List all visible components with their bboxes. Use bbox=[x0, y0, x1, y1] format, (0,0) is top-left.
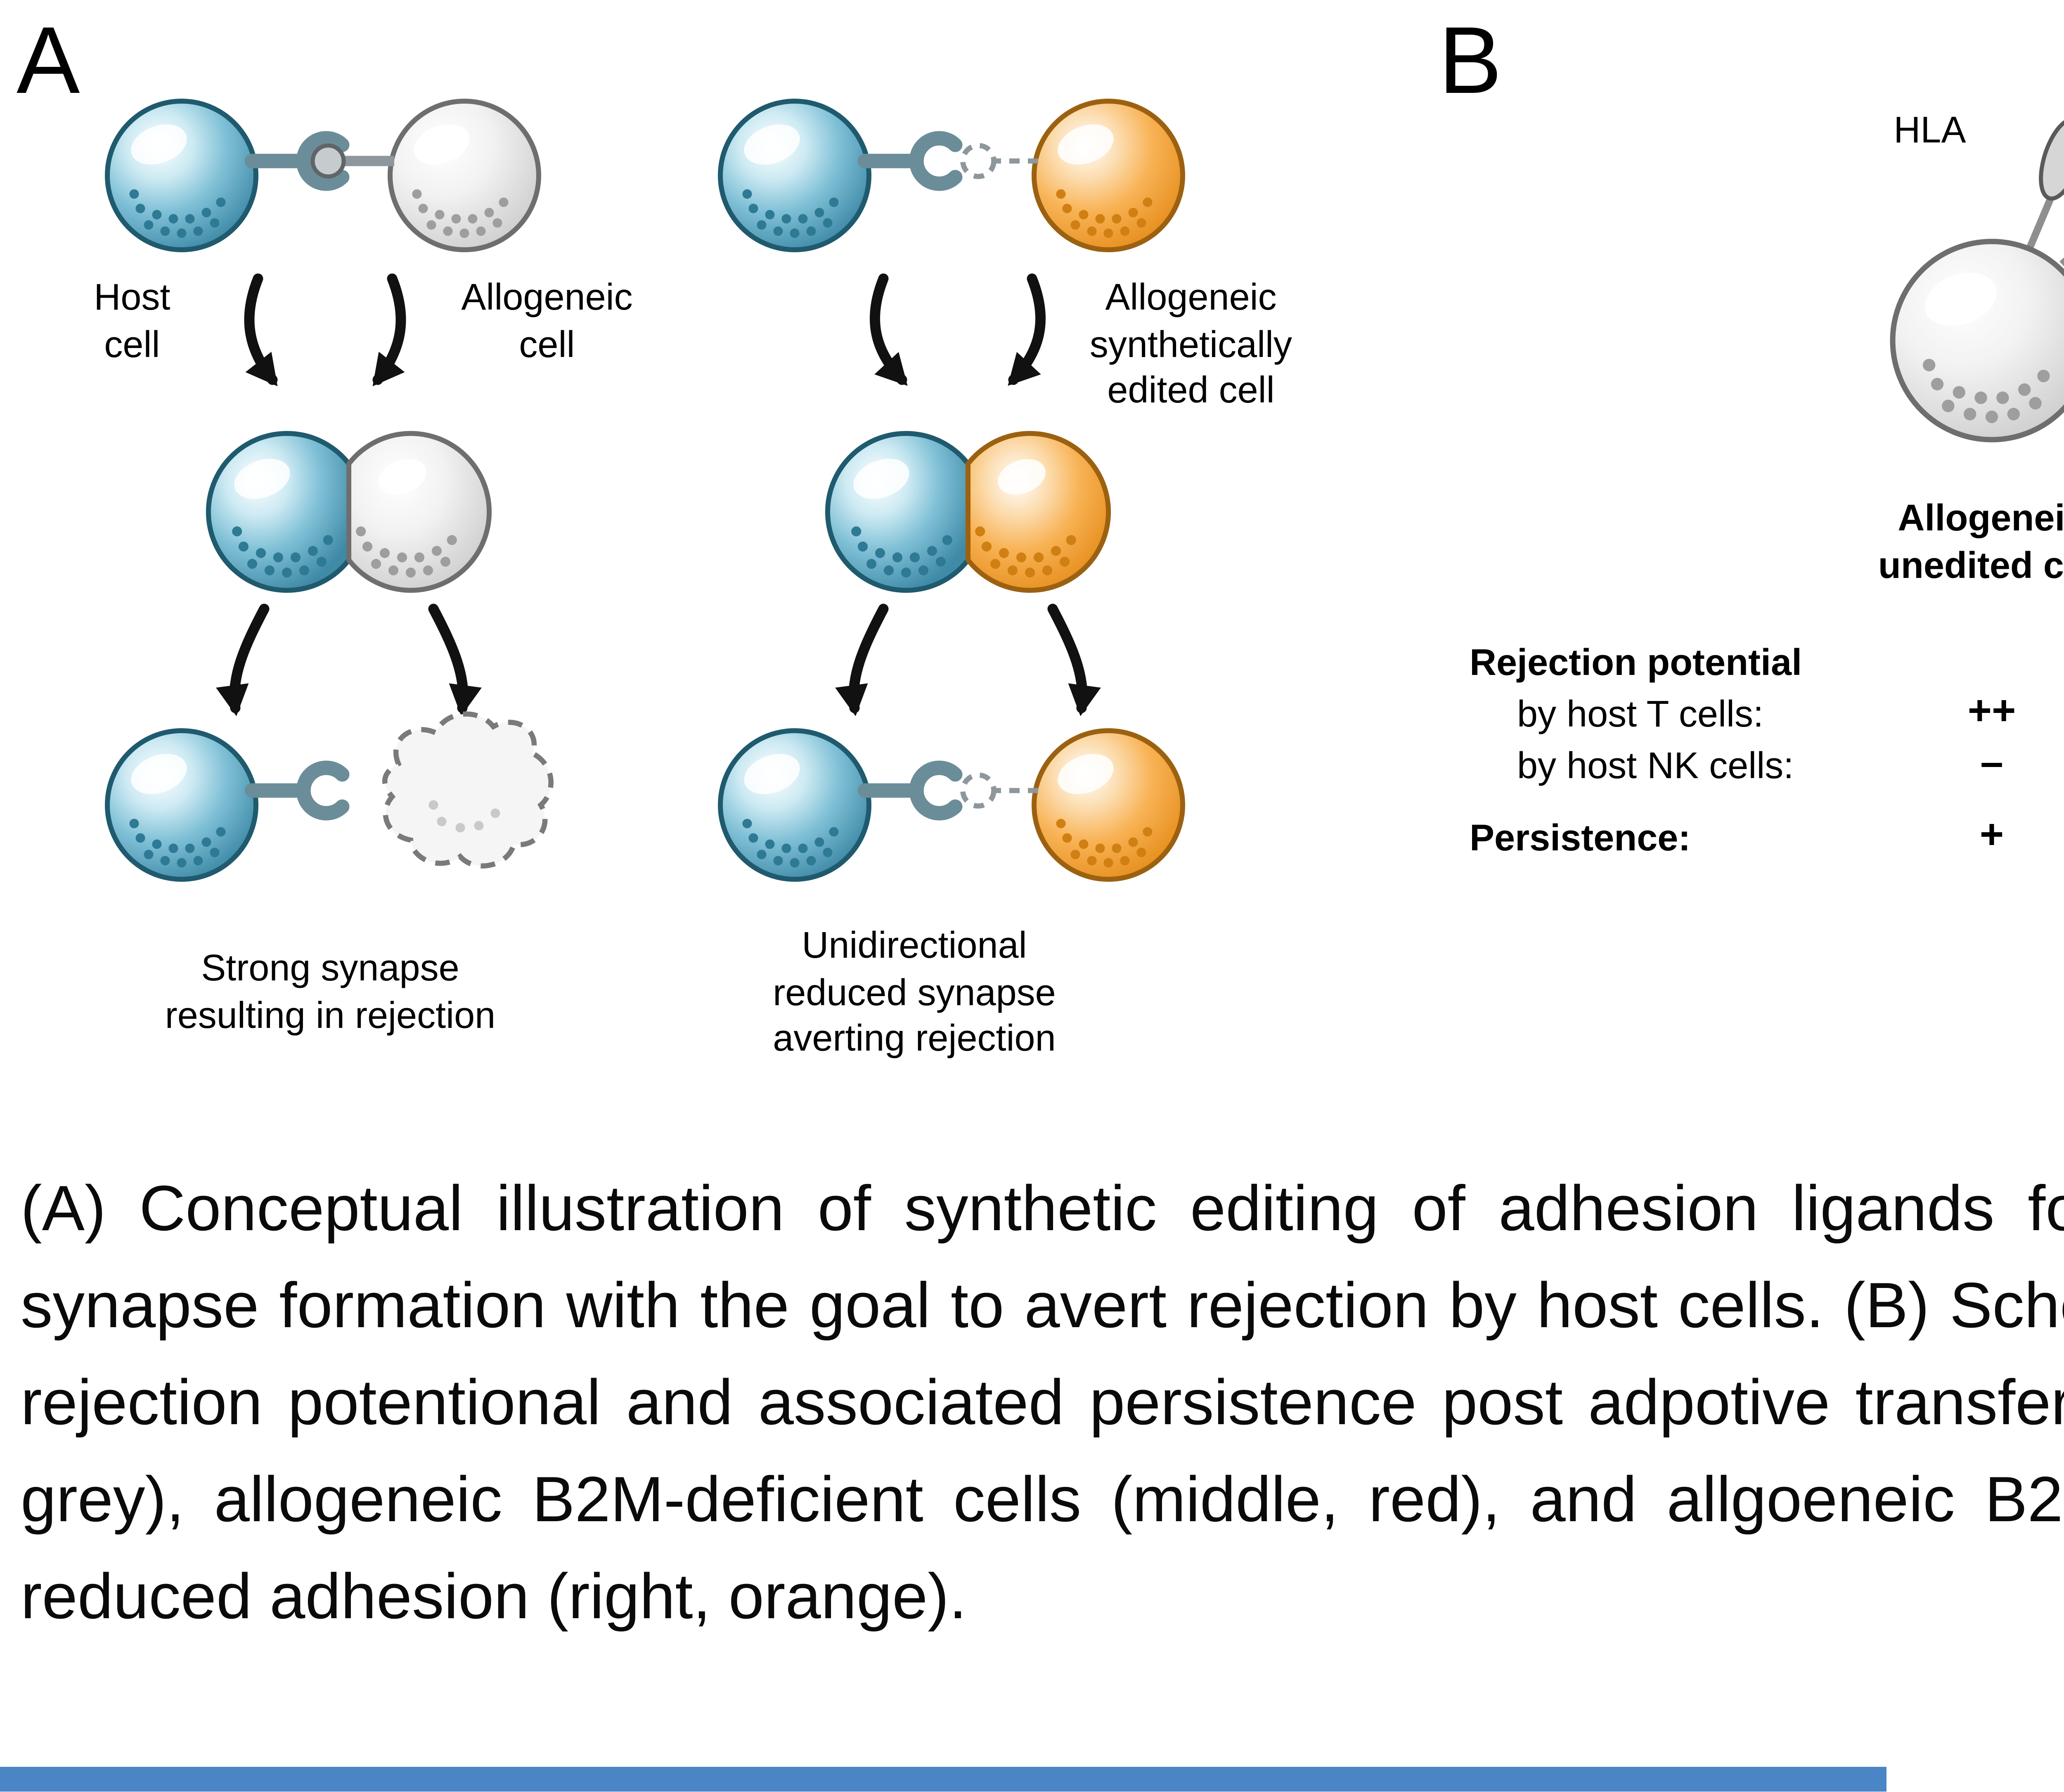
arrow-down-icon bbox=[869, 273, 908, 386]
t-cells-row-label: by host T cells: bbox=[1517, 694, 1763, 735]
arrow-down-icon bbox=[244, 273, 278, 386]
nk-cells-row-label: by host NK cells: bbox=[1517, 745, 1794, 786]
host-cell-graphic bbox=[720, 101, 869, 250]
arrow-down-icon bbox=[1008, 273, 1046, 386]
host-cell-label: Host cell bbox=[94, 277, 170, 365]
host-cell-graphic bbox=[107, 731, 256, 879]
adhesion-ligand-icon bbox=[313, 146, 395, 177]
arrow-down-icon bbox=[1047, 604, 1101, 716]
arrow-down-icon bbox=[835, 604, 889, 716]
arrow-down-icon bbox=[216, 604, 270, 716]
synapse-allogeneic-cell-graphic bbox=[349, 433, 489, 590]
synapse-host-cell-graphic bbox=[208, 433, 349, 590]
arrow-down-icon bbox=[372, 273, 406, 386]
t-cells-value-unedited: ++ bbox=[1967, 689, 2016, 735]
panel-a-label: A bbox=[17, 6, 80, 114]
arrow-down-icon bbox=[428, 604, 482, 716]
allogeneic-cell-label: Allogeneic cell bbox=[461, 277, 633, 365]
persistence-row-label: Persistence: bbox=[1470, 817, 1691, 859]
panel-b-label: B bbox=[1439, 6, 1502, 114]
strong-synapse-caption: Strong synapse resulting in rejection bbox=[165, 947, 496, 1035]
reduced-ligand-icon bbox=[963, 146, 1039, 177]
receptor-claw-icon bbox=[865, 768, 955, 813]
rejection-potential-header: Rejection potential bbox=[1470, 642, 1802, 683]
nk-cells-value-unedited: – bbox=[1980, 741, 2003, 786]
receptor-claw-icon bbox=[865, 138, 955, 184]
figure-graphics bbox=[0, 0, 2064, 1156]
host-cell-graphic bbox=[107, 101, 256, 250]
bottom-bar bbox=[0, 1767, 1886, 1792]
hla-label: HLA bbox=[1894, 109, 1966, 151]
edited-cell-graphic bbox=[1034, 731, 1183, 879]
edited-cell-graphic bbox=[1034, 101, 1183, 250]
allogeneic-unedited-cell-graphic bbox=[1890, 117, 2064, 443]
synapse-edited-cell-graphic bbox=[968, 433, 1108, 590]
unedited-cell-caption: Allogeneic unedited cell bbox=[1878, 497, 2064, 587]
edited-cell-label: Allogeneic synthetically edited cell bbox=[1089, 277, 1292, 411]
persistence-value-unedited: + bbox=[1979, 813, 2004, 859]
reduced-ligand-icon bbox=[963, 775, 1039, 806]
rejected-cell-graphic bbox=[382, 711, 554, 869]
hla-molecule-icon bbox=[2039, 117, 2064, 201]
host-cell-graphic bbox=[720, 731, 869, 879]
reduced-synapse-caption: Unidirectional reduced synapse averting … bbox=[773, 925, 1056, 1059]
allogeneic-cell-graphic bbox=[390, 101, 539, 250]
figure-caption: (A) Conceptual illustration of synthetic… bbox=[21, 1172, 2064, 1634]
receptor-claw-icon bbox=[252, 768, 342, 813]
synapse-host-cell-graphic bbox=[828, 433, 968, 590]
